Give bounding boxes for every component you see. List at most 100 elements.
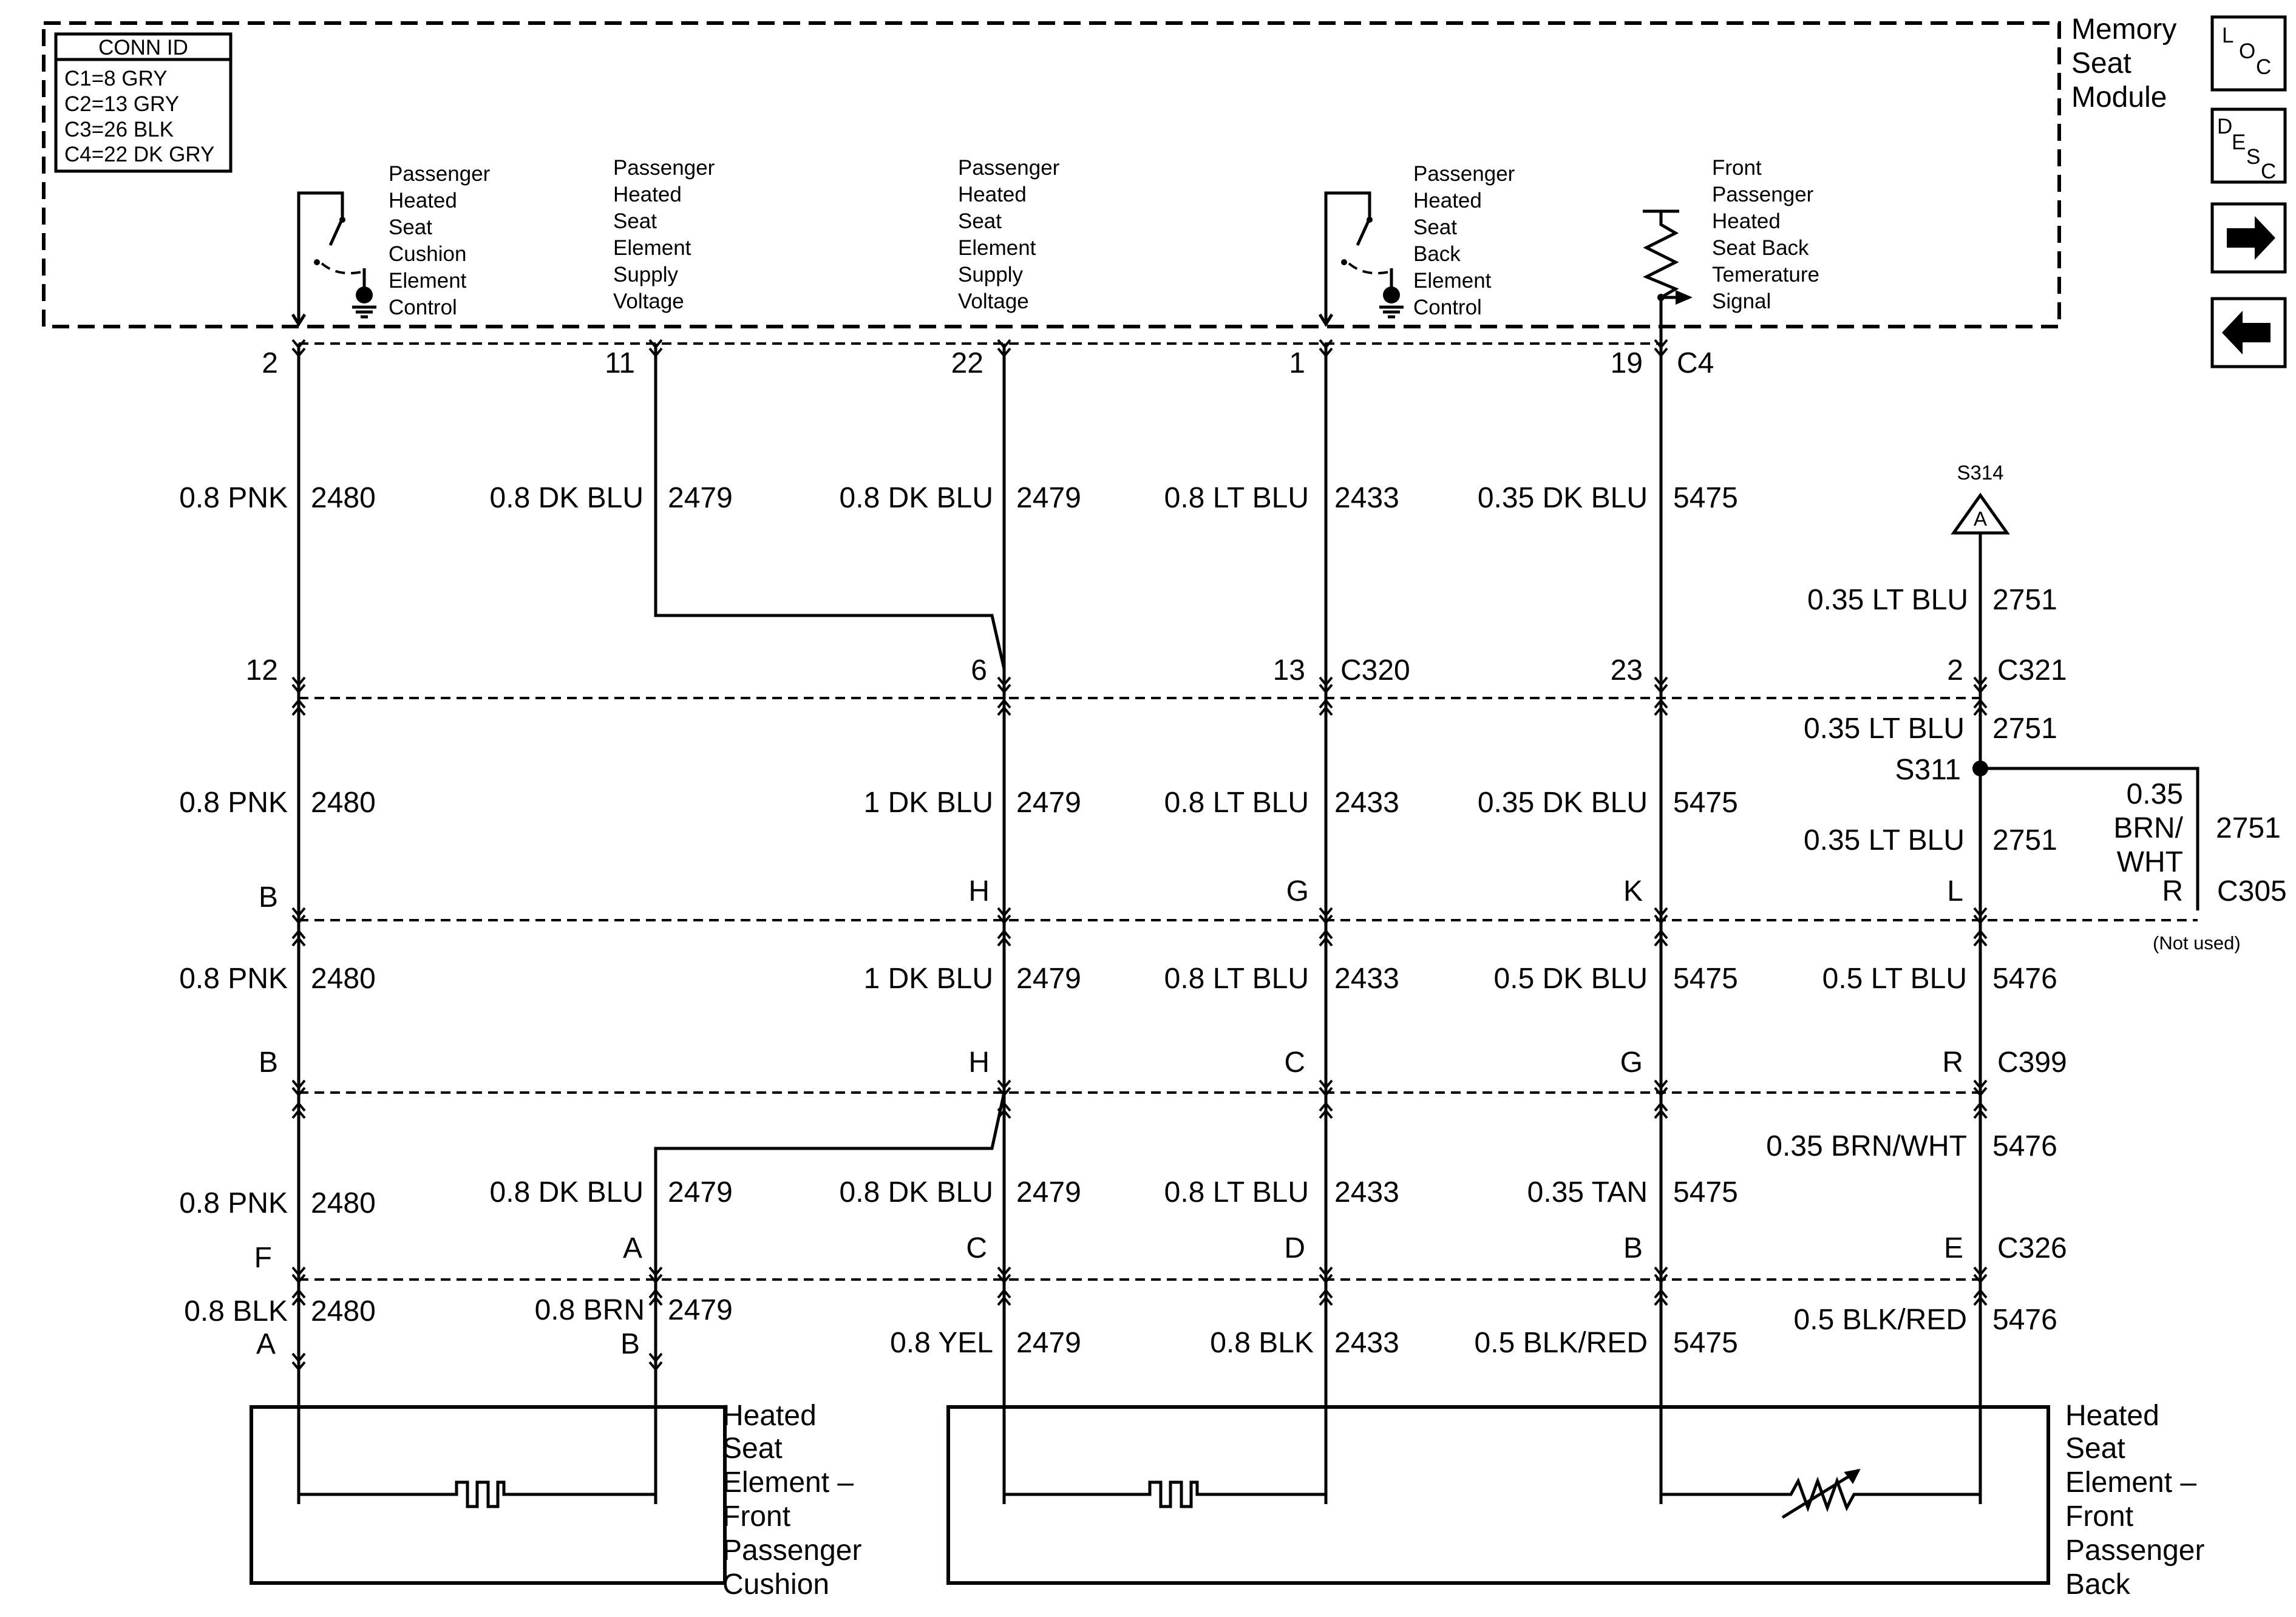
wire-circuit: 2480	[311, 1295, 376, 1327]
svg-text:Seat: Seat	[2065, 1432, 2125, 1465]
terminal-chevron	[1319, 1086, 1333, 1097]
terminal-chevron	[1973, 907, 1988, 918]
desc-button[interactable]: D E S C	[2210, 107, 2287, 184]
heated-seat-cushion-label: Heated Seat Element – Front Passenger Cu…	[722, 1400, 861, 1601]
pin-label: K	[1623, 875, 1643, 907]
svg-text:D: D	[2217, 115, 2232, 138]
wire-circuit: 2479	[668, 482, 733, 514]
terminal-chevron	[291, 1361, 306, 1372]
wire-circuit: 2433	[1334, 482, 1399, 514]
svg-text:Control: Control	[389, 296, 457, 319]
wire-circuit: 2479	[1016, 1176, 1081, 1209]
svg-text:Front: Front	[2065, 1500, 2133, 1533]
next-button[interactable]	[2210, 202, 2287, 274]
terminal-chevron	[1319, 929, 1333, 940]
terminal-chevron	[1319, 914, 1333, 925]
wire-gauge: 0.5 DK BLU	[1494, 963, 1648, 995]
wire-gauge: 0.8 DK BLU	[840, 482, 993, 514]
wire-circuit: 2480	[311, 1187, 376, 1219]
module-title-line-3: Module	[2071, 81, 2167, 114]
wire-circuit: 2480	[311, 482, 376, 514]
wire-circuit: 2433	[1334, 1327, 1399, 1359]
terminal-chevron	[291, 1079, 306, 1090]
svg-text:Element –: Element –	[2065, 1466, 2196, 1499]
terminal-chevron	[1319, 907, 1333, 918]
prev-button[interactable]	[2210, 297, 2287, 368]
terminal-chevron	[1654, 936, 1668, 947]
terminal-chevron	[997, 1101, 1011, 1112]
terminal-chevron	[997, 347, 1011, 358]
terminal-chevron	[1973, 676, 1988, 687]
terminal-chevron	[648, 1273, 663, 1284]
connector-id: C399	[1997, 1046, 2067, 1079]
terminal-chevron	[1654, 929, 1668, 940]
heated-seat-back-element	[946, 1405, 2050, 1585]
wire-gauge: BRN/	[2113, 812, 2183, 844]
wire-circuit: 5476	[1992, 963, 2057, 995]
wire-gauge: WHT	[2117, 846, 2183, 878]
wire-gauge: 0.8 LT BLU	[1164, 482, 1309, 514]
terminal-chevron	[291, 1266, 306, 1277]
svg-text:Cushion: Cushion	[722, 1568, 829, 1601]
terminal-chevron	[1654, 907, 1668, 918]
terminal-chevron	[1973, 1079, 1988, 1090]
splice-s314-icon: A S314	[1951, 461, 2010, 535]
pin-label: A	[256, 1328, 276, 1360]
svg-text:Seat: Seat	[1413, 215, 1457, 239]
wire-2751-branch	[1980, 767, 2199, 910]
loc-button[interactable]: L O C	[2210, 15, 2287, 92]
wire-circuit: 2751	[1992, 584, 2057, 616]
terminal-chevron	[1319, 1079, 1333, 1090]
wire-gauge: 0.8 DK BLU	[490, 1176, 644, 1209]
terminal-chevron	[1654, 676, 1668, 687]
terminal-chevron	[1654, 683, 1668, 694]
wire-gauge: 0.8 BLK	[1210, 1327, 1314, 1359]
pin-label: B	[620, 1328, 640, 1360]
svg-text:Supply: Supply	[958, 263, 1024, 286]
terminal-chevron	[1973, 705, 1988, 716]
wire-circuit: 2751	[1992, 824, 2057, 856]
terminal-chevron	[1654, 347, 1668, 358]
pin-label: C	[966, 1232, 987, 1264]
svg-text:O: O	[2239, 39, 2255, 63]
pin-label: 2	[1947, 654, 1963, 686]
terminal-chevron	[1654, 1288, 1668, 1299]
wire-circuit: 2479	[668, 1294, 733, 1326]
terminal-chevron	[997, 1288, 1011, 1299]
svg-text:Seat: Seat	[722, 1432, 783, 1465]
pin-label: 22	[951, 347, 983, 379]
arrow-left-icon	[2222, 311, 2271, 354]
heated-seat-cushion-element	[250, 1405, 727, 1585]
wire-circuit: 2479	[1016, 482, 1081, 514]
splice-s311-dot	[1972, 761, 1988, 776]
svg-text:Element: Element	[1413, 269, 1492, 293]
terminal-chevron	[648, 1288, 663, 1299]
terminal-chevron	[291, 339, 306, 350]
arrow-right-icon	[2227, 216, 2275, 260]
terminal-chevron	[1319, 339, 1333, 350]
wire-gauge: 0.8 LT BLU	[1164, 787, 1309, 819]
terminal-chevron	[1973, 936, 1988, 947]
svg-text:Front: Front	[722, 1500, 790, 1533]
terminal-chevron	[997, 705, 1011, 716]
terminal-chevron	[1973, 683, 1988, 694]
pin-label: 6	[971, 654, 987, 686]
wire-circuit: 2479	[1016, 963, 1081, 995]
terminal-chevron	[291, 683, 306, 694]
svg-text:Voltage: Voltage	[613, 290, 684, 313]
wire-circuit: 2433	[1334, 963, 1399, 995]
svg-text:Passenger: Passenger	[1712, 183, 1814, 206]
connector-id: C4	[1677, 347, 1714, 379]
conn-id-row: C1=8 GRY	[64, 67, 168, 90]
terminal-chevron	[291, 705, 306, 716]
pin-label: 1	[1289, 347, 1305, 379]
pin-label: 11	[605, 347, 635, 379]
terminal-chevron	[997, 914, 1011, 925]
svg-text:Element –: Element –	[722, 1466, 854, 1499]
wire-circuit: 2751	[1992, 713, 2057, 745]
cushion-control-label: Passenger Heated Seat Cushion Element Co…	[389, 162, 491, 319]
terminal-chevron	[1654, 339, 1668, 350]
terminal-chevron	[997, 1295, 1011, 1306]
svg-text:Heated: Heated	[389, 189, 457, 212]
